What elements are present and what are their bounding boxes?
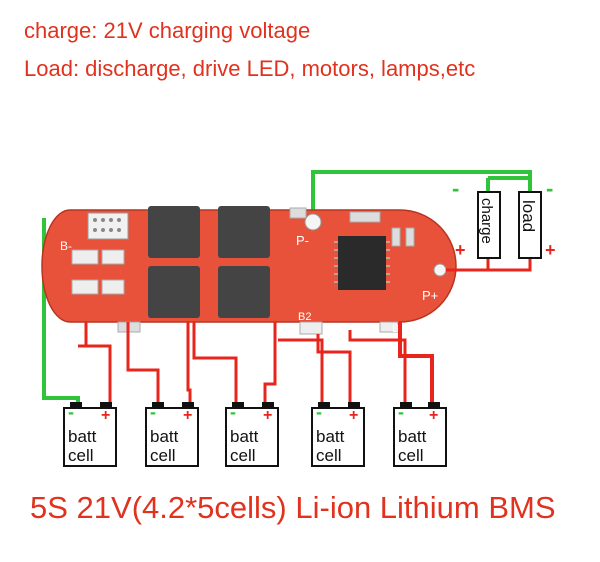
charge-plus-symbol: + — [455, 240, 466, 260]
resistor-1 — [71, 249, 99, 265]
cell-plus: + — [429, 407, 438, 424]
load-device: load — [518, 191, 542, 259]
balance-wires — [78, 322, 407, 412]
cell-label-bottom: cell — [230, 446, 256, 465]
cell-minus: - — [150, 402, 156, 422]
label-p-minus: P- — [296, 233, 309, 248]
load-plus-symbol: + — [545, 240, 556, 260]
mosfet-4 — [218, 266, 270, 318]
p-plus-wire — [446, 258, 532, 272]
p-plus-pad — [433, 263, 447, 277]
bms-board: B- P- P+ B B1 B2 B+ — [41, 206, 457, 335]
label-b2: B2 — [298, 311, 311, 323]
p-minus-wire — [311, 170, 532, 218]
battery-cell: - + batt cell — [311, 402, 365, 467]
b-plus-wire — [398, 322, 434, 412]
load-label: load — [519, 200, 538, 232]
label-p-plus: P+ — [422, 288, 438, 303]
battery-cell: - + batt cell — [393, 402, 447, 467]
label-b-minus: B- — [60, 239, 72, 253]
diagram-title: 5S 21V(4.2*5cells) Li-ion Lithium BMS — [30, 490, 556, 525]
battery-cell: - + batt cell — [225, 402, 279, 467]
cell-label-top: batt — [316, 427, 345, 446]
charge-label: charge — [478, 198, 495, 244]
mosfet-1 — [148, 206, 200, 258]
cell-label-top: batt — [230, 427, 259, 446]
b-minus-pad — [87, 212, 129, 240]
cell-label-bottom: cell — [398, 446, 424, 465]
label-b1: B1 — [202, 323, 215, 335]
cell-label-bottom: cell — [316, 446, 342, 465]
protection-ic — [338, 236, 386, 290]
label-b: B — [142, 323, 149, 335]
mosfet-2 — [218, 206, 270, 258]
battery-cell: - + batt cell — [63, 402, 117, 467]
cell-minus: - — [316, 402, 322, 422]
charge-device: charge — [477, 191, 501, 259]
cell-label-bottom: cell — [150, 446, 176, 465]
cell-label-top: batt — [150, 427, 179, 446]
header-charge-note: charge: 21V charging voltage — [24, 18, 311, 43]
cell-minus: - — [398, 402, 404, 422]
charge-minus-symbol: - — [452, 176, 459, 201]
cell-minus: - — [230, 402, 236, 422]
load-minus-symbol: - — [546, 176, 553, 201]
header-load-note: Load: discharge, drive LED, motors, lamp… — [24, 56, 476, 81]
battery-cell: - + batt cell — [145, 402, 199, 467]
mosfet-3 — [148, 266, 200, 318]
cell-label-top: batt — [68, 427, 97, 446]
cell-label-bottom: cell — [68, 446, 94, 465]
cell-label-top: batt — [398, 427, 427, 446]
p-minus-pad — [304, 213, 322, 231]
cell-plus: + — [101, 407, 110, 424]
cell-plus: + — [349, 407, 358, 424]
cell-plus: + — [183, 407, 192, 424]
cell-plus: + — [263, 407, 272, 424]
cell-minus: - — [68, 402, 74, 422]
